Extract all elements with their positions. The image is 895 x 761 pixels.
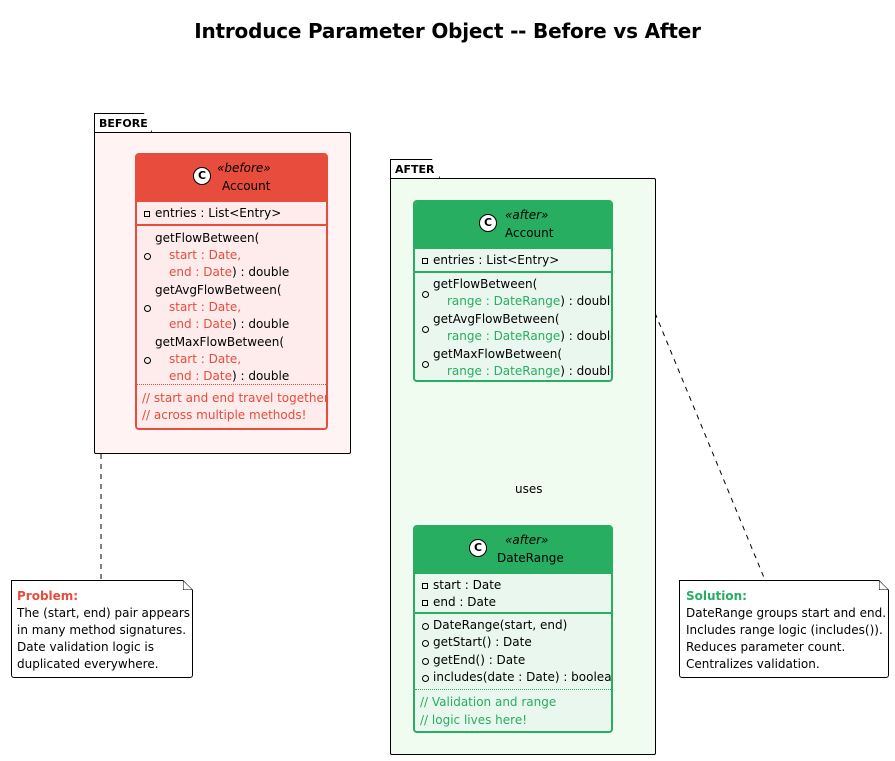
class-name: Account xyxy=(505,226,554,240)
class-methods: DateRange(start, end) getStart() : Date … xyxy=(415,614,611,689)
method-param: range : DateRange) : double xyxy=(447,294,613,308)
class-header: C «after» DateRange xyxy=(415,527,611,574)
comment-line: // Validation and range xyxy=(420,695,557,709)
method-param: end : Date) : double xyxy=(169,317,289,331)
method-name: getMaxFlowBetween( xyxy=(155,335,285,349)
before-package-tab: BEFORE xyxy=(94,113,152,132)
private-icon xyxy=(422,600,428,606)
class-methods: getFlowBetween( start : Date, end : Date… xyxy=(137,226,326,384)
method-param: start : Date, xyxy=(169,352,242,366)
param-text: end : Date xyxy=(169,265,232,279)
public-icon xyxy=(144,253,151,260)
public-icon xyxy=(422,291,429,298)
class-methods: getFlowBetween( range : DateRange) : dou… xyxy=(415,273,613,380)
method-constructor: DateRange(start, end) xyxy=(433,618,568,632)
public-icon xyxy=(422,640,429,647)
method-param: start : Date, xyxy=(169,300,242,314)
before-account-class[interactable]: C «before» Account entries : List<Entry>… xyxy=(135,153,328,430)
note-line: Includes range logic (includes()). xyxy=(686,623,883,637)
class-comments: // Validation and range // logic lives h… xyxy=(415,689,611,731)
class-stereotype: «after» xyxy=(505,208,549,222)
method-name: getFlowBetween( xyxy=(433,277,538,291)
solution-note-link xyxy=(654,312,766,581)
class-badge-icon: C xyxy=(479,214,497,232)
note-line: Reduces parameter count. xyxy=(686,640,846,654)
return-text: ) : double xyxy=(560,294,613,308)
field-start: start : Date xyxy=(433,578,502,592)
return-text: ) : double xyxy=(231,265,290,279)
method-name: getFlowBetween( xyxy=(155,231,260,245)
note-line: duplicated everywhere. xyxy=(17,657,159,671)
param-text: end : Date xyxy=(169,317,232,331)
note-line: The (start, end) pair appears xyxy=(17,606,191,620)
method-get-end: getEnd() : Date xyxy=(433,653,526,667)
class-badge-icon: C xyxy=(469,539,487,557)
method-name: getAvgFlowBetween( xyxy=(433,312,560,326)
return-text: ) : double xyxy=(560,364,613,378)
class-badge-icon: C xyxy=(193,167,211,185)
private-icon xyxy=(422,583,428,589)
param-text: range : DateRange xyxy=(447,364,561,378)
public-icon xyxy=(422,658,429,665)
class-comments: // start and end travel together // acro… xyxy=(137,384,328,428)
class-header: C «after» Account xyxy=(415,202,611,249)
after-package-label: AFTER xyxy=(395,163,435,176)
private-icon xyxy=(422,258,428,264)
class-stereotype: «after» xyxy=(505,533,549,547)
return-text: ) : double xyxy=(231,317,290,331)
class-stereotype: «before» xyxy=(217,161,271,175)
method-param: range : DateRange) : double xyxy=(447,329,613,343)
method-param: start : Date, xyxy=(169,248,242,262)
field-entries: entries : List<Entry> xyxy=(155,206,282,220)
note-line: Centralizes validation. xyxy=(686,657,820,671)
note-line: Date validation logic is xyxy=(17,640,155,654)
class-header: C «before» Account xyxy=(137,155,326,202)
method-includes: includes(date : Date) : boolean xyxy=(433,670,613,684)
note-line: in many method signatures. xyxy=(17,623,187,637)
problem-note: Problem: The (start, end) pair appears i… xyxy=(11,580,193,678)
note-heading: Solution: xyxy=(686,589,747,603)
method-name: getMaxFlowBetween( xyxy=(433,347,563,361)
method-param: range : DateRange) : double xyxy=(447,364,613,378)
method-param: end : Date) : double xyxy=(169,265,289,279)
before-package-label: BEFORE xyxy=(99,117,148,130)
return-text: ) : double xyxy=(231,369,290,383)
param-text: range : DateRange xyxy=(447,329,561,343)
note-line: DateRange groups start and end. xyxy=(686,606,887,620)
after-package-tab: AFTER xyxy=(390,159,440,178)
note-fold-icon xyxy=(879,580,889,590)
diagram-title: Introduce Parameter Object -- Before vs … xyxy=(194,19,701,43)
comment-line: // start and end travel together xyxy=(142,391,328,405)
field-end: end : Date xyxy=(433,595,496,609)
private-icon xyxy=(144,211,150,217)
solution-note: Solution: DateRange groups start and end… xyxy=(679,580,889,678)
method-param: end : Date) : double xyxy=(169,369,289,383)
class-name: Account xyxy=(222,179,271,193)
public-icon xyxy=(422,675,429,682)
public-icon xyxy=(144,305,151,312)
public-icon xyxy=(422,361,429,368)
note-heading: Problem: xyxy=(17,589,79,603)
return-text: ) : double xyxy=(560,329,613,343)
field-entries: entries : List<Entry> xyxy=(433,253,560,267)
param-text: range : DateRange xyxy=(447,294,561,308)
class-name: DateRange xyxy=(497,551,564,565)
method-name: getAvgFlowBetween( xyxy=(155,283,282,297)
method-get-start: getStart() : Date xyxy=(433,635,532,649)
class-fields: start : Date end : Date xyxy=(415,574,611,614)
class-fields: entries : List<Entry> xyxy=(137,202,326,226)
param-text: end : Date xyxy=(169,369,232,383)
public-icon xyxy=(422,623,429,630)
date-range-class[interactable]: C «after» DateRange start : Date end : D… xyxy=(413,525,613,733)
class-fields: entries : List<Entry> xyxy=(415,249,611,273)
uses-edge-label: uses xyxy=(515,482,543,496)
comment-line: // logic lives here! xyxy=(420,713,528,727)
public-icon xyxy=(144,357,151,364)
public-icon xyxy=(422,326,429,333)
comment-line: // across multiple methods! xyxy=(142,408,307,422)
after-account-class[interactable]: C «after» Account entries : List<Entry> … xyxy=(413,200,613,382)
